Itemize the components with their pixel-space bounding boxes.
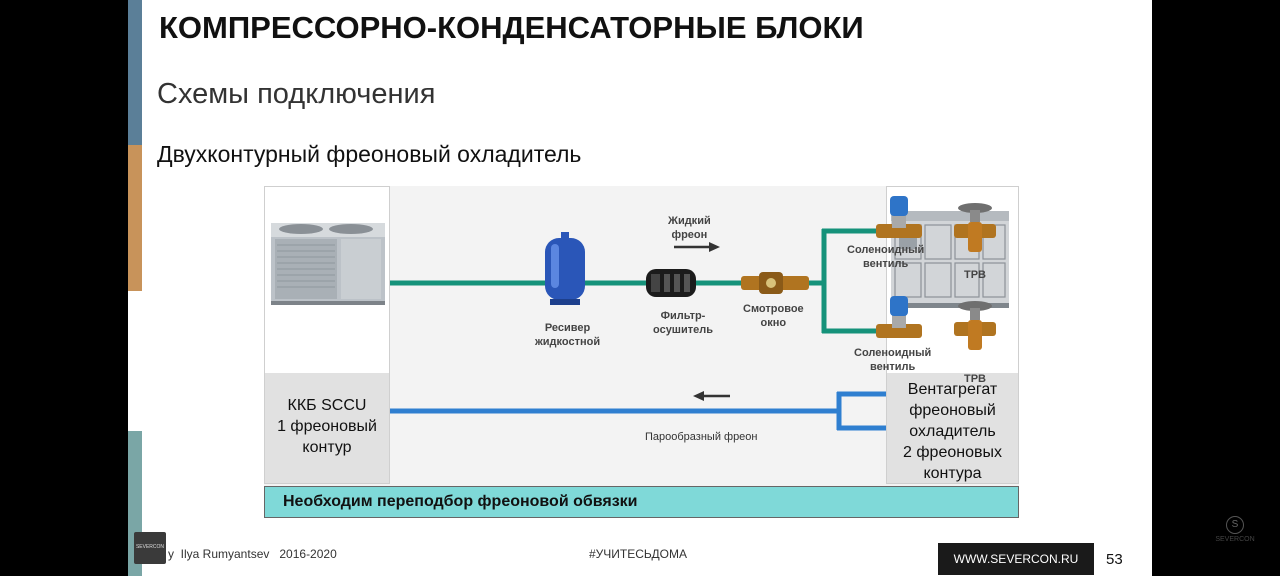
connection-diagram: ККБ SCCU 1 фреоновый контур <box>264 186 1019 518</box>
receiver-label-line-2: жидкостной <box>535 336 601 348</box>
footer-logo: SEVERCON <box>134 532 166 564</box>
liquid-line <box>390 228 886 334</box>
liquid-freon-label-line-2: фреон <box>671 229 708 241</box>
receiver-label-line-1: Ресивер <box>544 322 591 334</box>
condensing-unit-photo <box>265 187 389 373</box>
liquid-flow-arrow-icon <box>674 242 720 252</box>
solenoid-valve-bottom-icon <box>876 296 922 338</box>
air-handling-unit-caption: Вентагрегат фреоновый охладитель 2 фреон… <box>887 379 1018 484</box>
liquid-freon-label-line-1: Жидкий <box>668 215 711 227</box>
corner-watermark-logo: S SEVERCON <box>1212 516 1258 543</box>
receiver-label: Ресивер жидкостной <box>535 321 600 349</box>
footer-logo-text: SEVERCON <box>135 544 165 550</box>
footer-author: y Ilya Rumyantsev 2016-2020 <box>168 547 337 561</box>
filter-drier-label-line-1: Фильтр- <box>660 310 706 322</box>
vapor-freon-label: Парообразный фреон <box>645 431 758 443</box>
slide-title: КОМПРЕССОРНО-КОНДЕНСАТОРНЫЕ БЛОКИ <box>159 10 864 45</box>
diagram-drawing <box>390 196 922 431</box>
accent-strip-orange <box>128 145 142 291</box>
air-handling-unit-line-5: контура <box>923 465 982 482</box>
condensing-unit-caption: ККБ SCCU 1 фреоновый контур <box>265 395 389 458</box>
solenoid-valve-bottom-label-line-2: вентиль <box>869 361 916 373</box>
condensing-unit-line-3: контур <box>302 439 352 456</box>
air-handling-unit-line-3: охладитель <box>909 423 996 440</box>
filter-drier-label-line-2: осушитель <box>653 324 713 336</box>
filter-drier-icon <box>646 269 696 297</box>
trv-top-label: ТРВ <box>964 269 986 281</box>
air-handling-unit-line-4: 2 фреоновых <box>903 444 1002 461</box>
note-bar: Необходим переподбор фреоновой обвязки <box>264 486 1019 518</box>
sight-glass-label-line-1: Смотровое <box>743 303 804 315</box>
receiver-icon <box>545 232 585 305</box>
page-number: 53 <box>1106 551 1123 568</box>
filter-drier-label: Фильтр- осушитель <box>653 309 713 337</box>
slide: КОМПРЕССОРНО-КОНДЕНСАТОРНЫЕ БЛОКИ Схемы … <box>128 0 1152 576</box>
sight-glass-label-line-2: окно <box>760 317 787 329</box>
accent-strip-blue <box>128 0 142 145</box>
solenoid-valve-top-label: Соленоидный вентиль <box>847 243 924 271</box>
section-heading: Двухконтурный фреоновый охладитель <box>157 141 582 167</box>
vapor-flow-arrow-icon <box>693 391 730 401</box>
condensing-unit-icon <box>271 223 385 305</box>
solenoid-valve-top-label-line-1: Соленоидный <box>847 244 925 256</box>
condensing-unit-line-2: 1 фреоновый <box>277 418 377 435</box>
condensing-unit-line-1: ККБ SCCU <box>287 397 367 414</box>
solenoid-valve-top-label-line-2: вентиль <box>862 258 909 270</box>
slide-subtitle: Схемы подключения <box>157 78 436 110</box>
corner-logo-icon: S <box>1226 516 1244 534</box>
solenoid-valve-top-icon <box>876 196 922 238</box>
accent-strip-white <box>128 291 142 431</box>
corner-logo-text: SEVERCON <box>1215 536 1255 543</box>
sight-glass-icon <box>741 272 809 294</box>
vapor-line <box>390 391 886 431</box>
trv-bottom-label: ТРВ <box>964 373 986 385</box>
footer-site: WWW.SEVERCON.RU <box>938 543 1094 575</box>
footer-hashtag: #УЧИТЕСЬДОМА <box>589 547 687 561</box>
condensing-unit-panel: ККБ SCCU 1 фреоновый контур <box>264 186 390 484</box>
solenoid-valve-bottom-label: Соленоидный вентиль <box>854 346 931 374</box>
liquid-freon-label: Жидкий фреон <box>668 214 711 242</box>
note-text: Необходим переподбор фреоновой обвязки <box>283 493 638 510</box>
air-handling-unit-line-1: Вентагрегат <box>907 381 998 398</box>
solenoid-valve-bottom-label-line-1: Соленоидный <box>854 347 932 359</box>
air-handling-unit-line-2: фреоновый <box>909 402 996 419</box>
sight-glass-label: Смотровое окно <box>743 302 804 330</box>
